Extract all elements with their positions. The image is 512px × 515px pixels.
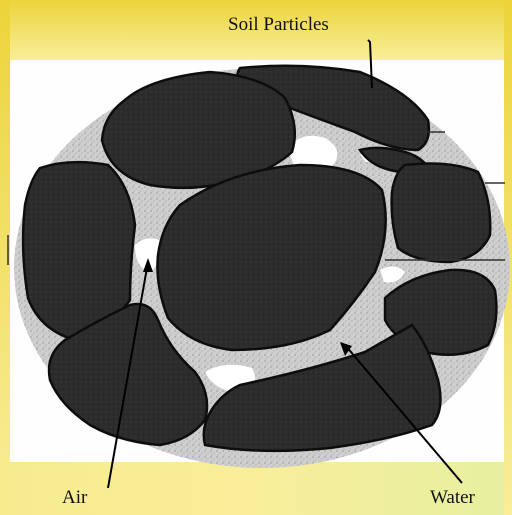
water-label: Water	[430, 487, 475, 509]
soil-particle	[392, 164, 491, 262]
soil-particles-label: Soil Particles	[228, 14, 329, 36]
air-label: Air	[62, 487, 87, 509]
